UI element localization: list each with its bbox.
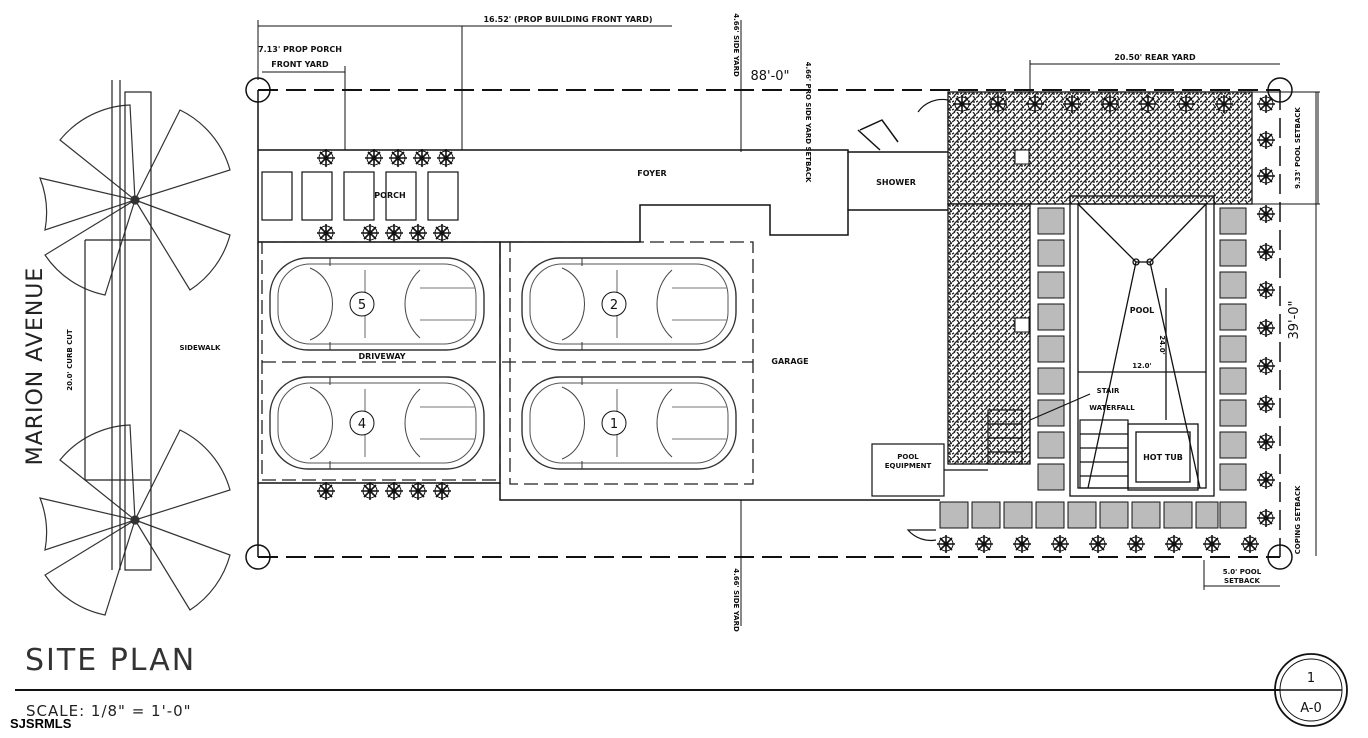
car-1: 1: [521, 376, 737, 470]
porch-yard-label: 7.13' PROP PORCH: [258, 45, 342, 54]
car-5: 5: [269, 257, 485, 351]
pool-setback-bottom-label-2: SETBACK: [1224, 577, 1260, 585]
depth-dimension: 39'-0": [1287, 300, 1302, 339]
hot-tub: [1127, 423, 1199, 491]
pool-setback-label: 9.33' POOL SETBACK: [1294, 107, 1302, 189]
foyer-label: FOYER: [637, 169, 666, 178]
side-yard-bottom-label: 4.66' SIDE YARD: [732, 568, 740, 632]
porch-pavers: [261, 171, 459, 221]
porch-yard-label-2: FRONT YARD: [271, 60, 329, 69]
curb-cut-label: 20.0' CURB CUT: [66, 329, 74, 391]
svg-text:4: 4: [358, 417, 366, 432]
pool-equipment-label-2: EQUIPMENT: [885, 462, 932, 470]
pool-setback-bottom-label: 5.0' POOL: [1223, 568, 1262, 576]
street-name: MARION AVENUE: [23, 267, 48, 466]
svg-text:1: 1: [610, 417, 618, 432]
curb: [84, 80, 152, 571]
street-tree-top: [39, 104, 231, 296]
waterfall-label: WATERFALL: [1089, 404, 1135, 412]
pool-equipment: [871, 443, 988, 497]
rear-yard-label: 20.50' REAR YARD: [1114, 53, 1196, 62]
svg-text:5: 5: [358, 298, 366, 313]
car-4: 4: [269, 376, 485, 470]
sheet-badge: 1 A-0: [1274, 653, 1348, 727]
sidewalk-label: SIDEWALK: [180, 344, 222, 352]
shower-label: SHOWER: [876, 178, 916, 187]
svg-text:2: 2: [610, 298, 618, 313]
side-yard-top-label: 4.66' SIDE YARD: [732, 13, 740, 77]
page-title: SITE PLAN: [25, 643, 196, 678]
garage-outline: [261, 241, 754, 485]
stair-label: STAIR: [1097, 387, 1120, 395]
pool-width-label: 12.0': [1132, 362, 1151, 370]
patio-side: [947, 203, 1031, 465]
dimension-lines: [257, 20, 1320, 626]
column: [1014, 149, 1030, 165]
column: [1014, 317, 1030, 333]
watermark: SJSRMLS: [10, 716, 72, 731]
car-2: 2: [521, 257, 737, 351]
pool-label: POOL: [1130, 306, 1155, 315]
sheet-number: 1: [1307, 671, 1315, 686]
property-line: [245, 77, 1293, 570]
garage-label: GARAGE: [771, 357, 808, 366]
sheet-id: A-0: [1300, 701, 1322, 716]
coping-setback-label: COPING SETBACK: [1294, 485, 1302, 554]
pool-coping: [939, 207, 1247, 529]
porch-label: PORCH: [374, 191, 405, 200]
building-outline: [258, 119, 948, 501]
pool-equipment-label: POOL: [897, 453, 919, 461]
gates: [906, 98, 949, 542]
driveway-label: DRIVEWAY: [358, 352, 405, 361]
hot-tub-label: HOT TUB: [1143, 453, 1183, 462]
width-dimension: 88'-0": [750, 69, 789, 84]
side-yard-setback-label: 4.66' PRO SIDE YARD SETBACK: [804, 62, 812, 183]
pool-length-label: 24.0': [1158, 335, 1166, 354]
street-tree-bottom: [39, 424, 231, 616]
front-yard-label: 16.52' (PROP BUILDING FRONT YARD): [483, 15, 652, 24]
scale-label: SCALE: 1/8" = 1'-0": [26, 702, 192, 720]
pool: [1069, 195, 1215, 497]
pool-stairs: [987, 393, 1129, 489]
